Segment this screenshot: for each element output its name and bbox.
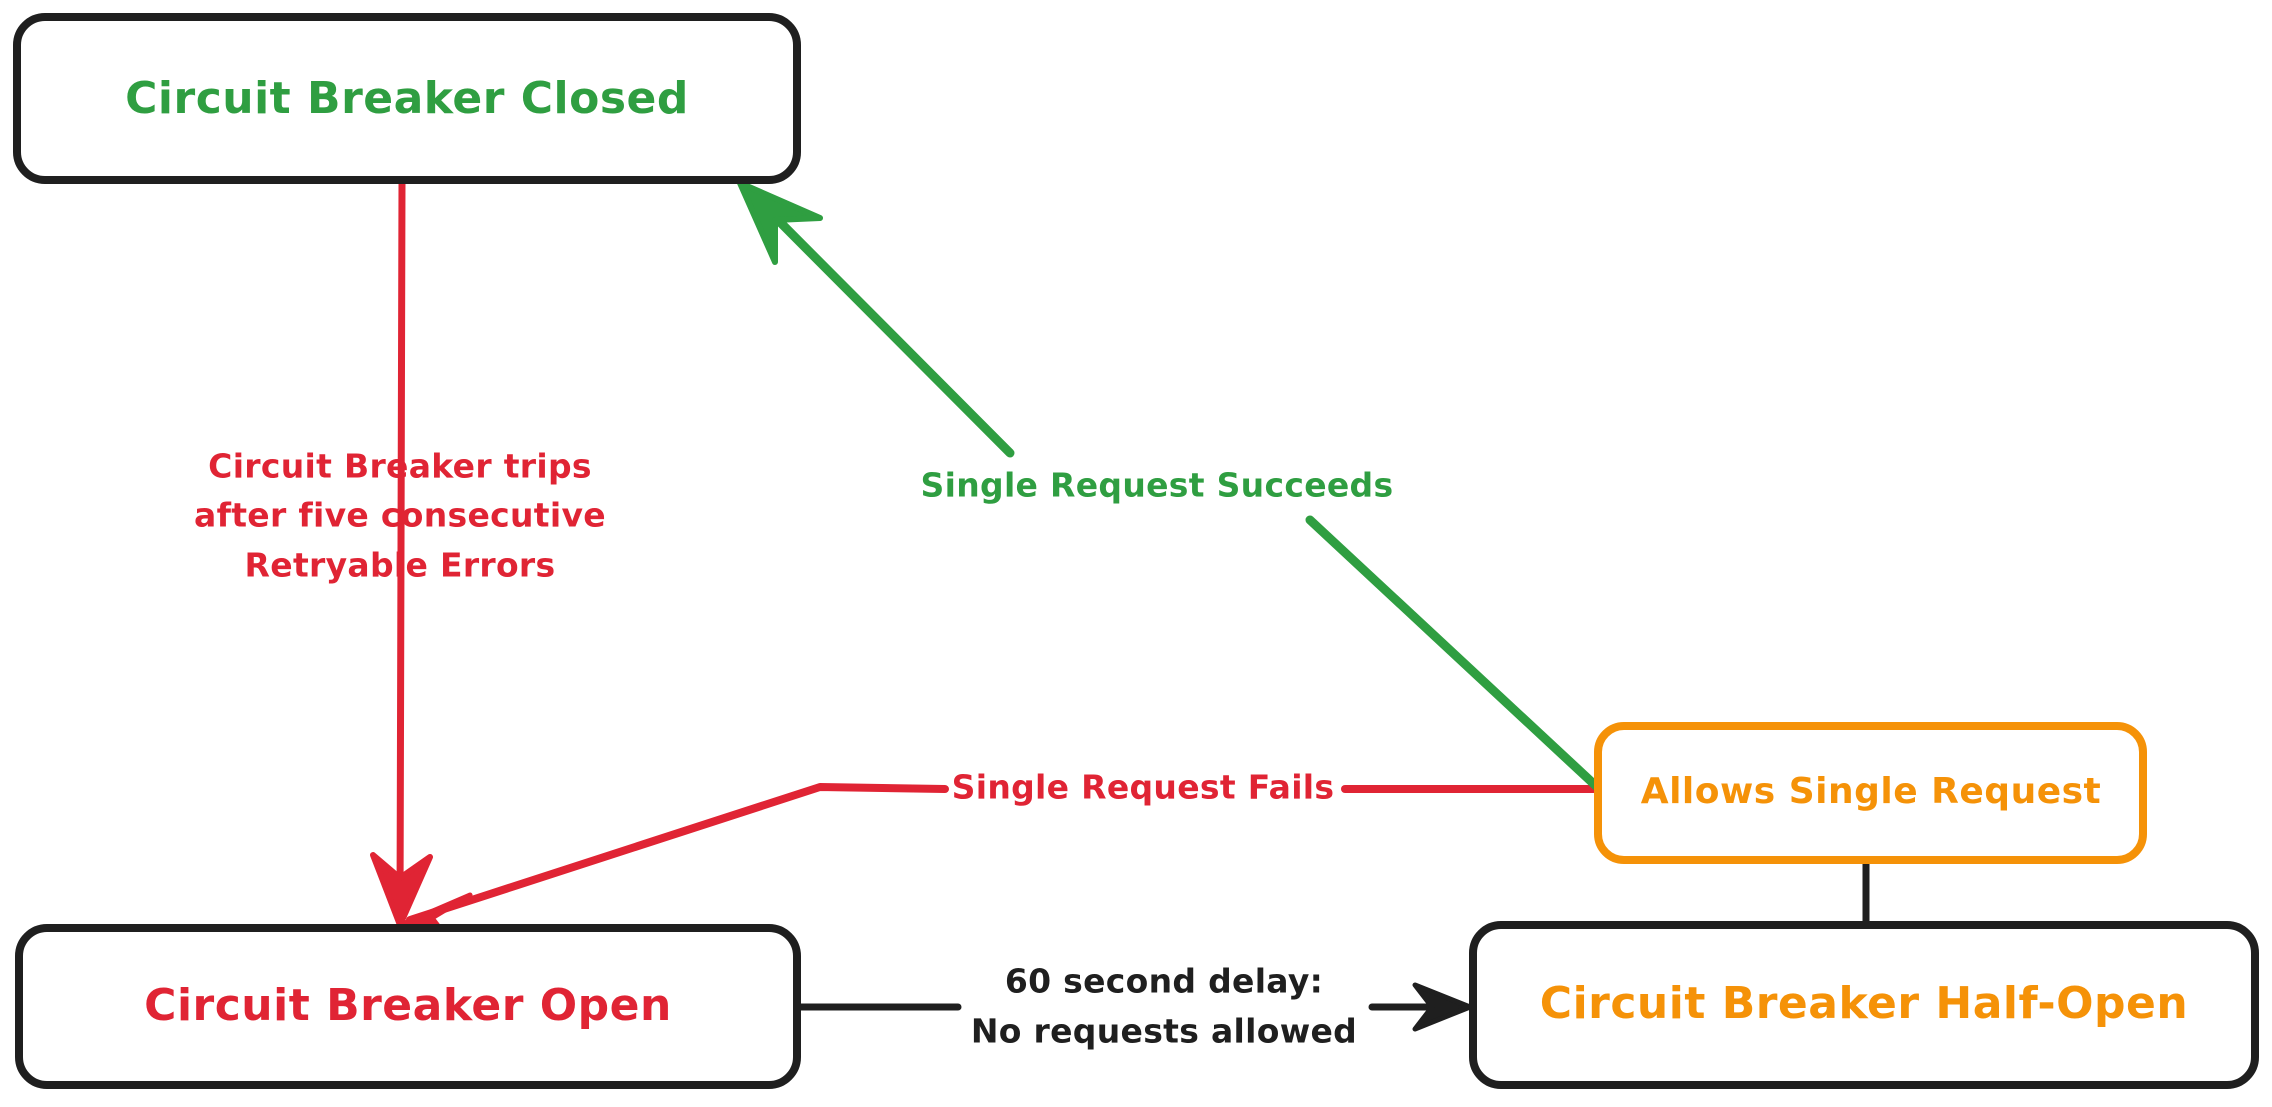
edge-closed-to-open-line xyxy=(396,178,406,914)
node-circuit-breaker-closed-box[interactable] xyxy=(13,13,801,184)
node-allows-single-request-box[interactable] xyxy=(1594,722,2147,864)
edge-label-closed-to-open-line2: after five consecutive xyxy=(194,496,606,535)
node-allows-single-request[interactable]: Allows Single Request xyxy=(1594,722,2147,864)
edge-label-open-to-halfopen: 60 second delay: No requests allowed xyxy=(971,962,1357,1051)
node-circuit-breaker-closed[interactable]: Circuit Breaker Closed xyxy=(13,13,801,184)
edge-allows-to-closed-seg-upper xyxy=(743,185,1015,458)
edge-label-allows-to-closed: Single Request Succeeds xyxy=(921,466,1394,505)
edge-open-to-halfopen-arrowhead xyxy=(1412,982,1473,1032)
edge-label-open-to-halfopen-line1: 60 second delay: xyxy=(1005,962,1323,1001)
edge-closed-to-open-arrowhead xyxy=(370,852,433,928)
edge-label-closed-to-open-line1: Circuit Breaker trips xyxy=(208,447,592,486)
node-circuit-breaker-open[interactable]: Circuit Breaker Open xyxy=(15,924,801,1089)
edge-label-closed-to-open-line3: Retryable Errors xyxy=(245,546,556,585)
edge-label-closed-to-open: Circuit Breaker trips after five consecu… xyxy=(194,447,606,585)
edge-allows-to-closed xyxy=(737,180,1601,791)
node-circuit-breaker-open-label: Circuit Breaker Open xyxy=(144,980,672,1031)
edge-closed-to-open xyxy=(370,178,433,928)
node-circuit-breaker-open-box[interactable] xyxy=(15,924,801,1089)
node-circuit-breaker-half-open[interactable]: Circuit Breaker Half-Open xyxy=(1469,921,2259,1089)
edge-allows-to-open xyxy=(395,783,1600,947)
node-circuit-breaker-half-open-label: Circuit Breaker Half-Open xyxy=(1540,978,2188,1029)
edge-label-allows-to-closed-text: Single Request Succeeds xyxy=(921,466,1394,505)
node-circuit-breaker-half-open-box[interactable] xyxy=(1469,921,2259,1089)
edge-allows-to-closed-seg-lower xyxy=(1305,515,1601,791)
node-circuit-breaker-closed-label: Circuit Breaker Closed xyxy=(125,73,689,124)
edge-allows-to-open-seg-left xyxy=(406,783,949,924)
edge-label-allows-to-open: Single Request Fails xyxy=(952,768,1335,807)
edge-label-allows-to-open-text: Single Request Fails xyxy=(952,768,1335,807)
edge-label-open-to-halfopen-line2: No requests allowed xyxy=(971,1012,1357,1051)
node-allows-single-request-label: Allows Single Request xyxy=(1641,771,2102,812)
edge-open-to-halfopen xyxy=(794,982,1473,1032)
edge-allows-to-closed-arrowhead xyxy=(737,180,823,265)
